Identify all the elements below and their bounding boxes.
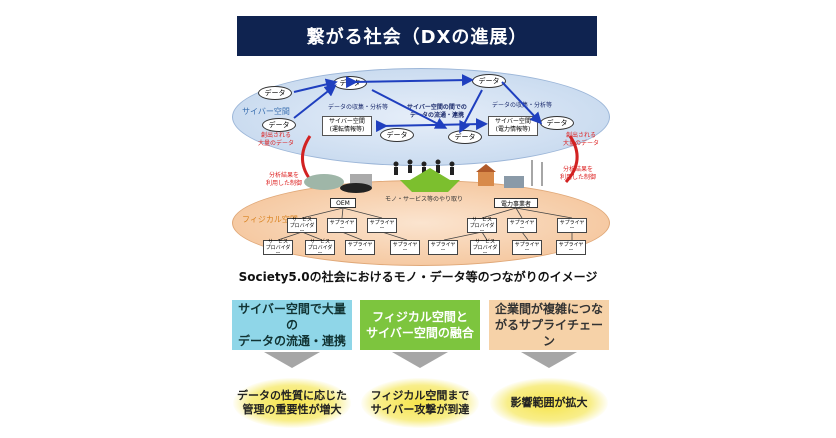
generated-data-right: 創出される 大量のデータ <box>562 132 599 147</box>
data-node: データ <box>472 74 506 88</box>
outcome-data-management: データの性質に応じた 管理の重要性が増大 <box>233 378 351 428</box>
collect-analyze-left: データの収集・分析等 <box>327 104 388 111</box>
supplier-box: サプライヤー <box>367 218 397 233</box>
card-physical-cyber-fusion: フィジカル空間と サイバー空間の融合 <box>360 300 480 350</box>
analysis-control-right: 分析結果を 利用した制御 <box>559 166 596 181</box>
cyber-flow-arrows <box>293 74 543 134</box>
supplier-box: サプライヤー <box>556 240 586 255</box>
outcome-cyber-attack: フィジカル空間まで サイバー攻撃が到達 <box>361 378 479 428</box>
card-supply-chain: 企業間が複雑につな がるサプライチェーン <box>489 300 609 350</box>
service-provider-box: サービス プロバイダー <box>305 239 335 257</box>
outcome-impact-expansion: 影響範囲が拡大 <box>490 378 608 428</box>
cyber-space-power-box: サイバー空間 (電力情報等) <box>488 116 538 136</box>
service-provider-box: サービス プロバイダー <box>287 217 317 235</box>
data-node: データ <box>540 116 574 130</box>
service-provider-box: サービス プロバイダー <box>263 239 293 257</box>
supplier-box: サプライヤー <box>327 218 357 233</box>
supplier-box: サプライヤー <box>557 218 587 233</box>
down-arrow-icon <box>521 352 577 368</box>
data-node: データ <box>262 118 296 132</box>
cyber-space-label: サイバー空間 <box>242 107 290 116</box>
oem-box: OEM <box>330 198 356 208</box>
goods-services-label: モノ・サービス等のやり取り <box>384 196 463 203</box>
supply-chain-lines <box>277 207 573 241</box>
supplier-box: サプライヤー <box>507 218 537 233</box>
supplier-box: サプライヤー <box>345 240 375 255</box>
collect-analyze-right: データの収集・分析等 <box>491 102 552 109</box>
diagram-title: 繋がる社会（DXの進展） <box>237 16 597 56</box>
down-arrow-icon <box>392 352 448 368</box>
generated-data-left: 創出される 大量のデータ <box>257 132 294 147</box>
card-cyber-data-flow: サイバー空間で大量の データの流通・連携 <box>232 300 352 350</box>
cyber-flow-label: サイバー空間の間での データの流通・連携 <box>407 104 467 119</box>
physical-space-area <box>232 180 610 266</box>
data-node: データ <box>258 86 292 100</box>
analysis-control-left: 分析結果を 利用した制御 <box>265 172 302 187</box>
outcome-text: データの性質に応じた 管理の重要性が増大 <box>237 389 347 416</box>
down-arrow-icon <box>264 352 320 368</box>
supplier-box: サプライヤー <box>390 240 420 255</box>
outcome-text: 影響範囲が拡大 <box>510 396 588 409</box>
diagram-caption: Society5.0の社会におけるモノ・データ等のつながりのイメージ <box>238 270 598 284</box>
supplier-box: サプライヤー <box>428 240 458 255</box>
physical-objects-illustration <box>304 159 543 193</box>
supplier-box: サプライヤー <box>512 240 542 255</box>
outcome-text: フィジカル空間まで サイバー攻撃が到達 <box>370 389 470 416</box>
service-provider-box: サービス プロバイダー <box>467 217 497 235</box>
power-company-box: 電力事業者 <box>494 198 538 208</box>
cyber-space-driving-box: サイバー空間 (運転情報等) <box>322 116 372 136</box>
physical-space-label: フィジカル空間 <box>242 215 298 224</box>
service-provider-box: サービス プロバイダー <box>470 239 500 257</box>
